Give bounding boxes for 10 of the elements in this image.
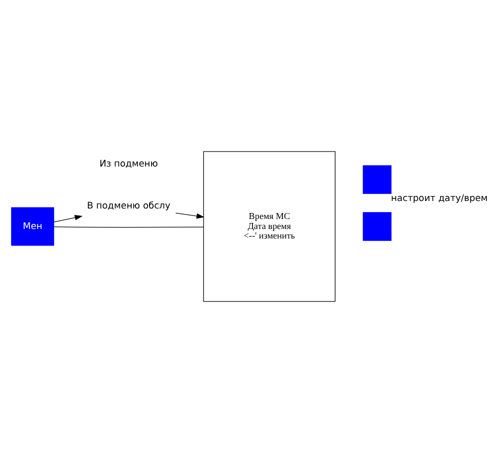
node-box bbox=[362, 164, 392, 194]
connector bbox=[54, 226, 204, 228]
node-label: настроит дату/врем bbox=[391, 193, 488, 204]
node-box: Мен bbox=[11, 206, 54, 246]
arrow bbox=[54, 214, 83, 222]
node-box: Время МС Дата время <--' изменить bbox=[203, 150, 336, 302]
arrow bbox=[175, 212, 204, 218]
node-box bbox=[362, 212, 392, 240]
label: Из подменю bbox=[99, 158, 158, 169]
node-text: В подменю обслу bbox=[86, 201, 170, 212]
